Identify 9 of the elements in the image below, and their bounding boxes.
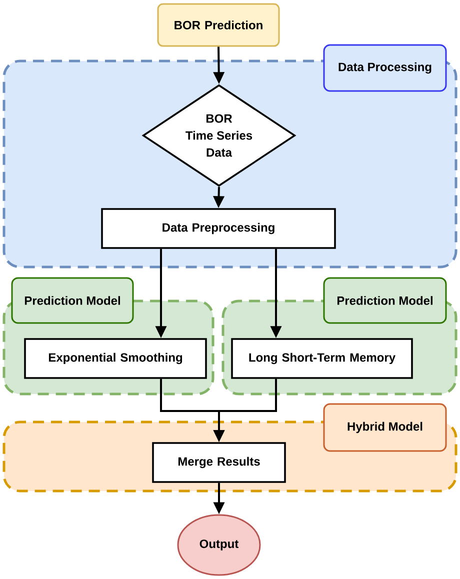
group-heading: Hybrid Model [323,403,447,452]
group-heading: Data Processing [323,44,447,92]
process-box: Long Short-Term Memory [231,338,413,379]
process-box: Exponential Smoothing [24,338,207,379]
process-box: Merge Results [152,442,286,483]
rounded-box: BOR Prediction [157,3,280,47]
group-heading: Prediction Model [11,277,134,324]
group-heading: Prediction Model [323,277,447,324]
process-box: Data Preprocessing [101,208,336,249]
